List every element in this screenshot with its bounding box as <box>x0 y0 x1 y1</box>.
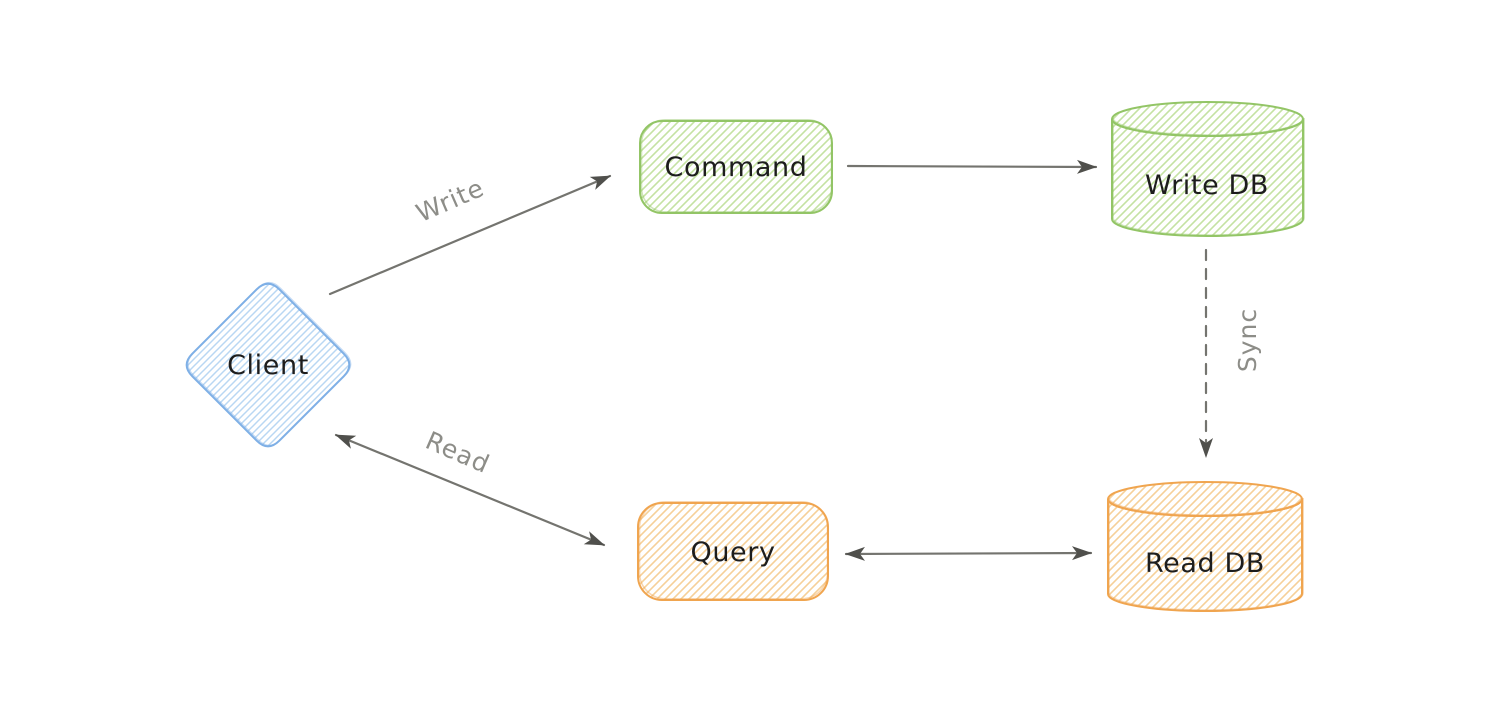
client-label: Client <box>227 350 309 381</box>
read-db-label: Read DB <box>1145 548 1265 579</box>
write-db-cylinder-top <box>1111 101 1304 137</box>
node-client: Client <box>185 281 352 448</box>
edge-command-to-write-db <box>846 159 1098 174</box>
edges <box>328 159 1213 561</box>
edge-client-query-read <box>334 433 606 547</box>
edge-label-read: Read <box>421 426 494 479</box>
write-db-label: Write DB <box>1145 170 1269 201</box>
client-diamond-echo <box>187 281 352 447</box>
command-rect-echo <box>640 119 833 213</box>
edge-label-write: Write <box>412 173 489 228</box>
node-command: Command <box>639 119 833 214</box>
node-write-db: Write DB <box>1111 101 1305 237</box>
read-db-cylinder-echo <box>1108 497 1304 611</box>
query-rect-echo <box>638 500 829 600</box>
node-query: Query <box>637 500 829 601</box>
command-label: Command <box>665 152 808 183</box>
edge-client-to-command <box>328 174 612 296</box>
command-rect-shape <box>639 120 833 214</box>
client-diamond-shape <box>185 282 351 448</box>
edge-label-sync: Sync <box>1233 308 1262 372</box>
write-db-cylinder-echo <box>1112 117 1305 236</box>
query-label: Query <box>690 537 775 568</box>
query-rect-shape <box>637 502 829 601</box>
node-read-db: Read DB <box>1107 481 1304 612</box>
read-db-cylinder-top <box>1107 481 1303 517</box>
edge-query-read-db <box>844 546 1093 561</box>
